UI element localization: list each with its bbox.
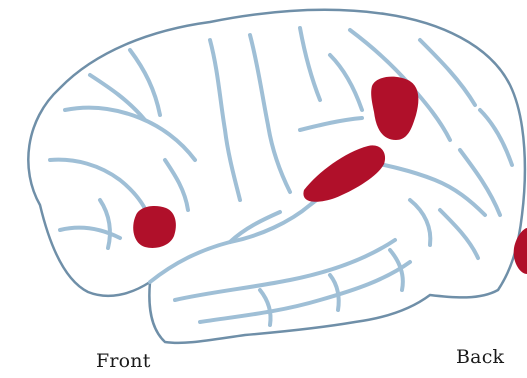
brain-outline [28, 10, 525, 343]
region-frontal [133, 206, 176, 248]
front-label: Front [96, 350, 151, 372]
back-label: Back [456, 346, 504, 368]
